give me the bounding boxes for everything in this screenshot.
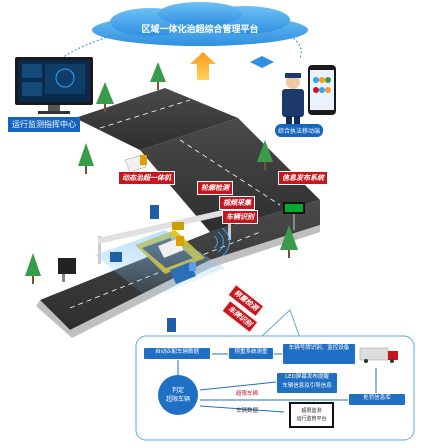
- flow-led: LED屏幕发布提醒 车辆信息及引导信息: [277, 373, 337, 393]
- radar-waves: [213, 227, 230, 257]
- flow-weigh-system: 称重系统测重: [229, 348, 273, 359]
- flow-judge: 判定 超限车辆: [165, 387, 190, 403]
- mobile-label: 综合执法移动端: [275, 124, 324, 137]
- red-truck-icon: [359, 347, 398, 363]
- tag-vehicle-id: 车辆识别: [222, 210, 258, 224]
- camera-1: [110, 252, 122, 262]
- flow-overloaded: 超限车辆: [236, 391, 259, 397]
- cloud-shape: [92, 2, 308, 46]
- flow-arrows: [177, 353, 377, 413]
- tag-video: 视频采集: [219, 196, 255, 210]
- truck-top: [124, 154, 147, 173]
- monitor-center-label: 运行监测指挥中心: [8, 117, 80, 132]
- phone-icon: [308, 65, 336, 115]
- connector-right: [289, 35, 302, 59]
- judge-circle: [158, 375, 198, 415]
- tree: [150, 62, 166, 90]
- gantry: [98, 208, 231, 264]
- tree: [25, 253, 41, 284]
- monitor-icon: [15, 57, 93, 114]
- flow-capture: 车辆号牌识别、监控设备: [283, 344, 355, 364]
- tag-integrated: 动态治超一体机: [118, 171, 175, 185]
- tree: [280, 225, 298, 258]
- tag-axle: 轮廓检测: [197, 181, 233, 195]
- cabinet-2: [167, 318, 176, 332]
- side-sign: [58, 258, 76, 274]
- link-badge: [250, 56, 274, 68]
- officer-icon: [282, 73, 304, 128]
- flow-regulation: 超限监测 运行监管平台: [296, 408, 327, 422]
- tree: [96, 82, 114, 112]
- flow-data: 车辆数据: [236, 408, 259, 414]
- truck-weigh: [157, 236, 185, 259]
- upload-arrow-icon: [190, 52, 216, 80]
- tag-info-release: 信息发布系统: [278, 171, 328, 185]
- cabinet-1: [150, 205, 159, 219]
- flow-punish: 处罚信息库: [349, 394, 405, 405]
- led-board-icon: [283, 202, 305, 230]
- tree: [257, 140, 273, 170]
- tree: [78, 143, 94, 174]
- flow-auto-match: 自动匹配车辆数据: [144, 348, 210, 359]
- truck-bottom: [170, 262, 196, 284]
- callout-pointer: [258, 309, 301, 339]
- platform-title: 区域一体化治超综合管理平台: [141, 25, 259, 35]
